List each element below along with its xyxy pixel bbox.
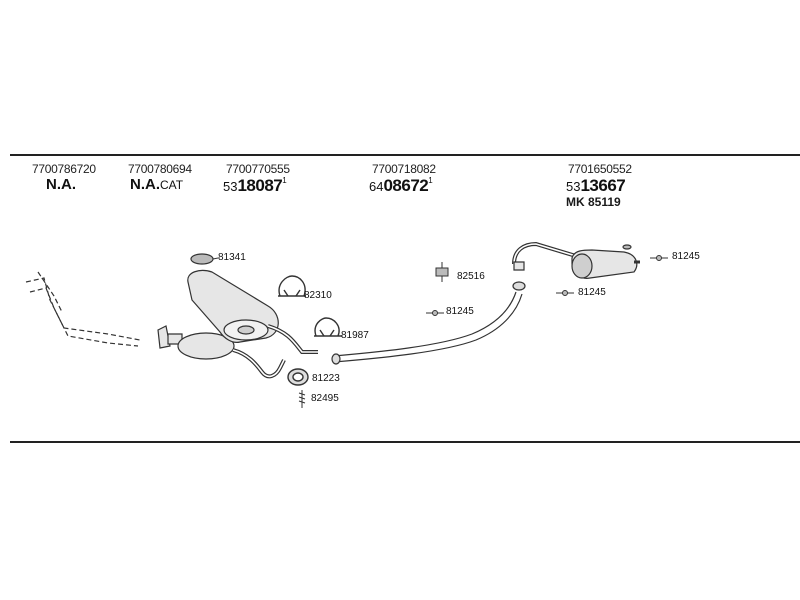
part-label-81245-a: 81245 [446, 306, 474, 317]
ref-08672-number: 08672 [383, 176, 429, 195]
ref-na-1: N.A. [46, 176, 76, 193]
hanger-81245-icon-a [426, 310, 444, 316]
part-label-82516: 82516 [457, 271, 485, 282]
part-label-82310: 82310 [304, 290, 332, 301]
hanger-82516-icon [435, 262, 449, 282]
front-silencer-icon [187, 269, 318, 354]
part-label-81245-b: 81245 [578, 287, 606, 298]
hanger-81245-icon-b [556, 290, 574, 296]
ref-na-2-suffix: CAT [160, 178, 184, 192]
ref-18087-prefix: 53 [223, 179, 238, 194]
spring-bolt-82495-icon [298, 390, 306, 408]
clamp-82310-icon [278, 275, 306, 297]
hanger-81245-icon-c [650, 255, 668, 261]
clamp-81987-icon [314, 317, 342, 337]
ref-na-2-text: N.A. [130, 176, 160, 193]
hanger-81341-icon [190, 253, 219, 265]
ref-18087-number: 18087 [237, 176, 283, 195]
part-label-81245-c: 81245 [672, 251, 700, 262]
part-label-81341: 81341 [218, 252, 246, 263]
oe-number-4: 7700718082 [372, 162, 436, 176]
intermediate-pipe-icon [331, 281, 526, 365]
bottom-rule [10, 441, 800, 443]
oe-number-2: 7700780694 [128, 162, 192, 176]
ref-13667: 5313667 [566, 176, 626, 196]
oe-number-3: 7700770555 [226, 162, 290, 176]
oe-number-1: 7700786720 [32, 162, 96, 176]
ref-13667-number: 13667 [580, 176, 626, 195]
part-label-81223: 81223 [312, 373, 340, 384]
ref-13667-prefix: 53 [566, 179, 581, 194]
catalytic-converter-icon [157, 325, 286, 379]
ref-na-1-text: N.A. [46, 176, 76, 193]
part-label-81987: 81987 [341, 330, 369, 341]
part-label-82495: 82495 [311, 393, 339, 404]
ref-08672-sup: 1 [428, 176, 433, 185]
ref-18087-sup: 1 [282, 176, 287, 185]
ref-08672: 64086721 [369, 176, 433, 196]
ref-08672-prefix: 64 [369, 179, 384, 194]
front-downpipe-icon [25, 271, 141, 347]
top-rule [10, 154, 800, 156]
ref-18087: 53180871 [223, 176, 287, 196]
ref-na-cat: N.A.CAT [130, 176, 183, 193]
gasket-ring-81223-icon [287, 368, 309, 386]
oe-number-5: 7701650552 [568, 162, 632, 176]
ref-mk-85119: MK 85119 [566, 195, 621, 209]
rear-silencer-icon [512, 241, 640, 279]
